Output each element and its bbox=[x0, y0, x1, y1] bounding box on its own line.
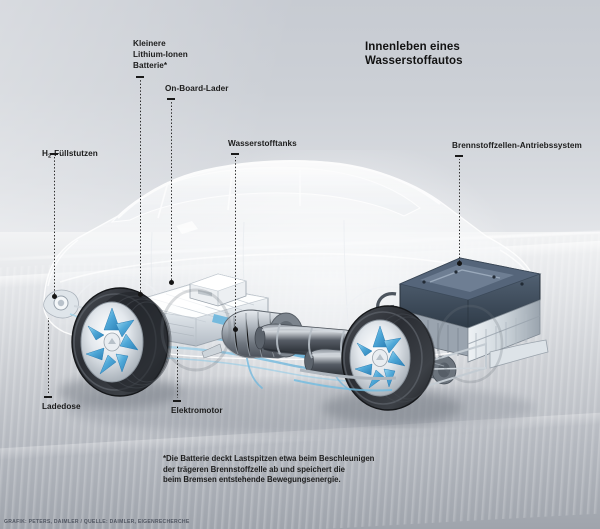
label-fuel-cell-drive-system: Brennstoffzellen-Antriebssystem bbox=[452, 141, 582, 150]
leader-line-electric-motor bbox=[177, 346, 178, 398]
background-sky bbox=[0, 0, 600, 260]
label-charging-socket: Ladedose bbox=[42, 402, 81, 411]
leader-dot-small-battery bbox=[137, 292, 143, 297]
credit-line: GRAFIK: PETERS, DAIMLER / QUELLE: DAIMLE… bbox=[4, 519, 190, 525]
leader-line-charging-socket bbox=[48, 318, 49, 394]
leader-line-hydrogen-tanks bbox=[235, 157, 236, 329]
label-h2-fuel-filler: H2-Füllstutzen bbox=[42, 137, 98, 162]
leader-dash-electric-motor bbox=[173, 400, 181, 402]
leader-dash-fuel-cell-drive-system bbox=[455, 155, 463, 157]
label-small-battery: Kleinere Lithium-Ionen Batterie* bbox=[133, 39, 188, 70]
footnote-battery-explanation: *Die Batterie deckt Lastspitzen etwa bei… bbox=[163, 454, 375, 485]
leader-dash-h2-fuel-filler bbox=[50, 153, 58, 155]
label-electric-motor: Elektromotor bbox=[171, 406, 223, 415]
leader-dot-fuel-cell-drive-system bbox=[456, 261, 462, 266]
leader-dot-hydrogen-tanks bbox=[232, 327, 238, 332]
leader-dash-on-board-charger bbox=[167, 98, 175, 100]
leader-dash-small-battery bbox=[136, 76, 144, 78]
leader-dash-charging-socket bbox=[44, 396, 52, 398]
leader-line-fuel-cell-drive-system bbox=[459, 159, 460, 263]
leader-dot-on-board-charger bbox=[168, 280, 174, 285]
label-h2-fuel-filler-suffix: -Füllstutzen bbox=[51, 149, 98, 158]
label-h2-fuel-filler-subscript: 2 bbox=[47, 153, 52, 160]
leader-dash-hydrogen-tanks bbox=[231, 153, 239, 155]
leader-line-small-battery bbox=[140, 80, 141, 294]
label-hydrogen-tanks: Wasserstofftanks bbox=[228, 139, 297, 148]
leader-line-on-board-charger bbox=[171, 102, 172, 282]
leader-dot-h2-fuel-filler bbox=[51, 294, 57, 299]
leader-line-h2-fuel-filler bbox=[54, 157, 55, 296]
label-on-board-charger: On-Board-Lader bbox=[165, 84, 229, 93]
label-h2-fuel-filler-prefix: H bbox=[42, 149, 48, 158]
page-title: Innenleben eines Wasserstoffautos bbox=[365, 41, 463, 67]
